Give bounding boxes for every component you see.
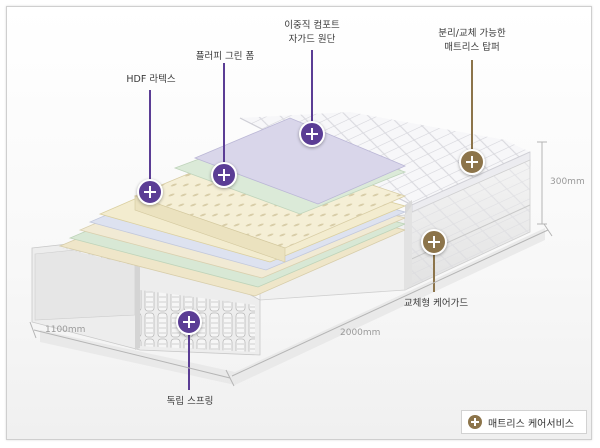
hotspot-hdf-latex[interactable] [137,179,163,205]
care-service-button[interactable]: 매트리스 케어서비스 [461,410,587,434]
label-hdf-latex: HDF 라텍스 [126,74,176,85]
label-topper-line2: 매트리스 탑퍼 [444,42,500,53]
label-green-foam: 플러피 그린 폼 [195,51,255,62]
dimension-length: 2000mm [340,328,381,338]
label-pocket-spring: 독립 스프링 [166,396,214,407]
dimension-width: 1100mm [45,325,86,335]
care-service-label: 매트리스 케어서비스 [488,418,574,430]
hotspot-green-foam[interactable] [211,162,237,188]
dimension-height: 300mm [550,177,585,187]
hotspot-detachable-topper[interactable] [459,149,485,175]
label-comfort-line1: 이중직 컴포트 [284,20,340,31]
hotspot-replaceable-cover[interactable] [421,229,447,255]
label-replaceable-cover: 교체형 케어가드 [403,298,469,309]
hotspot-comfort-fabric[interactable] [299,121,325,147]
hotspot-pocket-spring[interactable] [176,309,202,335]
label-topper-line1: 분리/교체 가능한 [438,28,506,39]
plus-circle-icon [468,415,482,429]
label-comfort-line2: 자가드 원단 [288,34,336,45]
